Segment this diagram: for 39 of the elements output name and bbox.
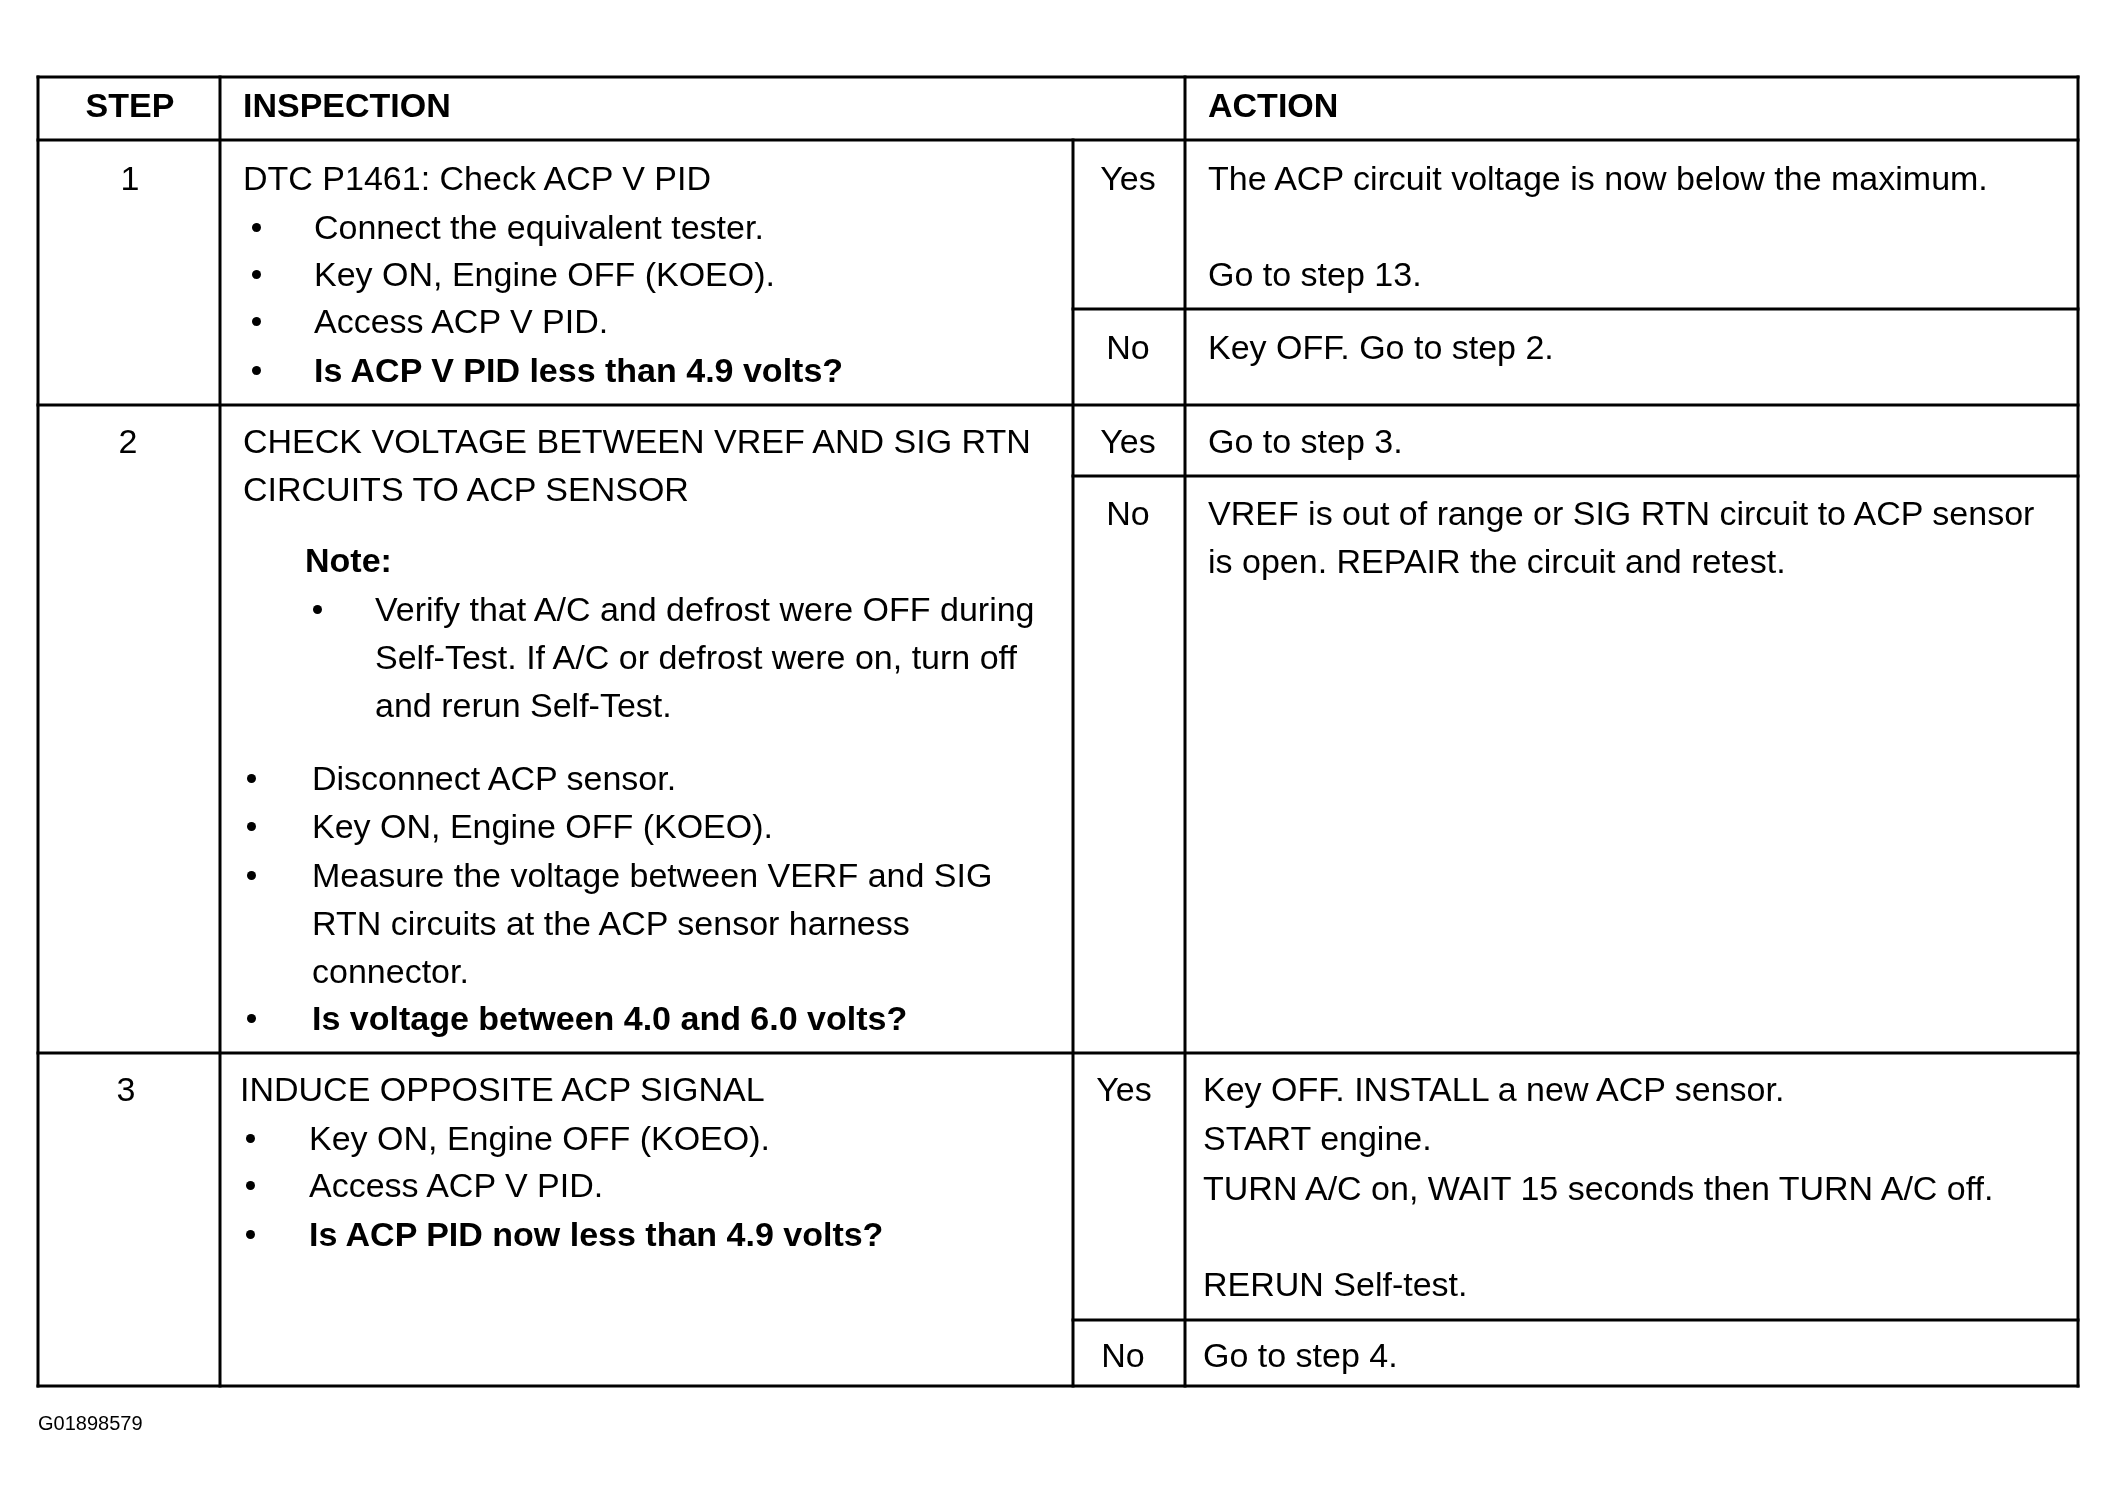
- column-header: ACTION: [1208, 85, 1340, 126]
- step-number: 3: [115, 1069, 137, 1110]
- inspection-text: Key ON, Engine OFF (KOEO).: [309, 1118, 771, 1159]
- inspection-text: Access ACP V PID.: [309, 1165, 605, 1206]
- action-text: START engine.: [1203, 1118, 1433, 1159]
- inspection-text: INDUCE OPPOSITE ACP SIGNAL: [240, 1069, 766, 1110]
- step-number: 2: [117, 421, 139, 462]
- inspection-text: Access ACP V PID.: [314, 301, 610, 342]
- note-text: Verify that A/C and defrost were OFF during Self-Test. If A/C or defrost were on, turn off and rerun Self-Test.: [375, 589, 1036, 726]
- inspection-text: CHECK VOLTAGE BETWEEN VREF AND SIG RTN CIRCUITS TO ACP SENSOR: [243, 421, 1032, 510]
- answer-text: Yes: [1095, 1069, 1153, 1110]
- note-heading: Note:: [305, 540, 393, 581]
- answer-text: No: [1105, 327, 1151, 368]
- answer-text: No: [1100, 1335, 1146, 1376]
- inspection-question: Is voltage between 4.0 and 6.0 volts?: [312, 998, 909, 1039]
- step-number: 1: [119, 158, 141, 199]
- action-text: Go to step 3.: [1208, 421, 1404, 462]
- inspection-question: Is ACP PID now less than 4.9 volts?: [309, 1214, 885, 1255]
- action-text: RERUN Self-test.: [1203, 1264, 1469, 1305]
- answer-text: No: [1105, 493, 1151, 534]
- action-text: VREF is out of range or SIG RTN circuit to ACP sensor is open. REPAIR the circuit and retest.: [1208, 493, 2036, 582]
- action-text: Go to step 4.: [1203, 1335, 1399, 1376]
- inspection-text: DTC P1461: Check ACP V PID: [243, 158, 712, 199]
- action-text: The ACP circuit voltage is now below the maximum.: [1208, 158, 1989, 199]
- inspection-text: Disconnect ACP sensor.: [312, 758, 678, 799]
- inspection-text: Measure the voltage between VERF and SIG RTN circuits at the ACP sensor harness connector.: [312, 855, 994, 992]
- column-header: STEP: [84, 85, 176, 126]
- answer-text: Yes: [1099, 421, 1157, 462]
- answer-text: Yes: [1099, 158, 1157, 199]
- action-text: TURN A/C on, WAIT 15 seconds then TURN A/C off.: [1203, 1168, 1995, 1209]
- figure-id: G01898579: [38, 1411, 144, 1436]
- inspection-text: Key ON, Engine OFF (KOEO).: [312, 806, 774, 847]
- inspection-text: Key ON, Engine OFF (KOEO).: [314, 254, 776, 295]
- action-text: Go to step 13.: [1208, 254, 1423, 295]
- action-text: Key OFF. Go to step 2.: [1208, 327, 1555, 368]
- inspection-text: Connect the equivalent tester.: [314, 207, 765, 248]
- inspection-question: Is ACP V PID less than 4.9 volts?: [314, 350, 845, 391]
- column-header: INSPECTION: [243, 85, 452, 126]
- action-text: Key OFF. INSTALL a new ACP sensor.: [1203, 1069, 1786, 1110]
